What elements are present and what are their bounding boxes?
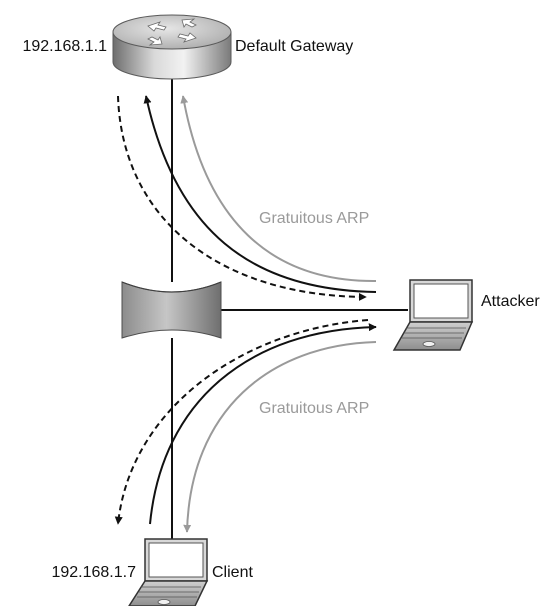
upper-flow-label: Gratuitous ARP <box>259 210 369 227</box>
gateway-name-label: Default Gateway <box>235 38 353 55</box>
flow-attacker-to-gateway <box>143 95 377 293</box>
flow-gratuitous-arp-to-client <box>183 341 377 533</box>
gateway-ip-label: 192.168.1.1 <box>22 38 107 55</box>
lower-flow-label: Gratuitous ARP <box>259 400 369 417</box>
flow-gratuitous-arp-to-gateway <box>180 95 377 283</box>
flow-client-to-attacker <box>149 323 377 525</box>
client-laptop-icon <box>128 538 209 606</box>
router-icon <box>112 14 232 80</box>
attacker-laptop-icon <box>392 279 474 351</box>
attacker-label: Attacker <box>481 293 540 310</box>
lower-arp-flows <box>114 319 377 533</box>
client-ip-label: 192.168.1.7 <box>51 564 136 581</box>
flow-attacker-to-client-dashed <box>114 319 369 525</box>
flow-gateway-to-attacker-dashed <box>117 95 367 301</box>
switch-icon <box>121 281 222 339</box>
upper-arp-flows <box>117 95 377 301</box>
client-name-label: Client <box>212 564 253 581</box>
